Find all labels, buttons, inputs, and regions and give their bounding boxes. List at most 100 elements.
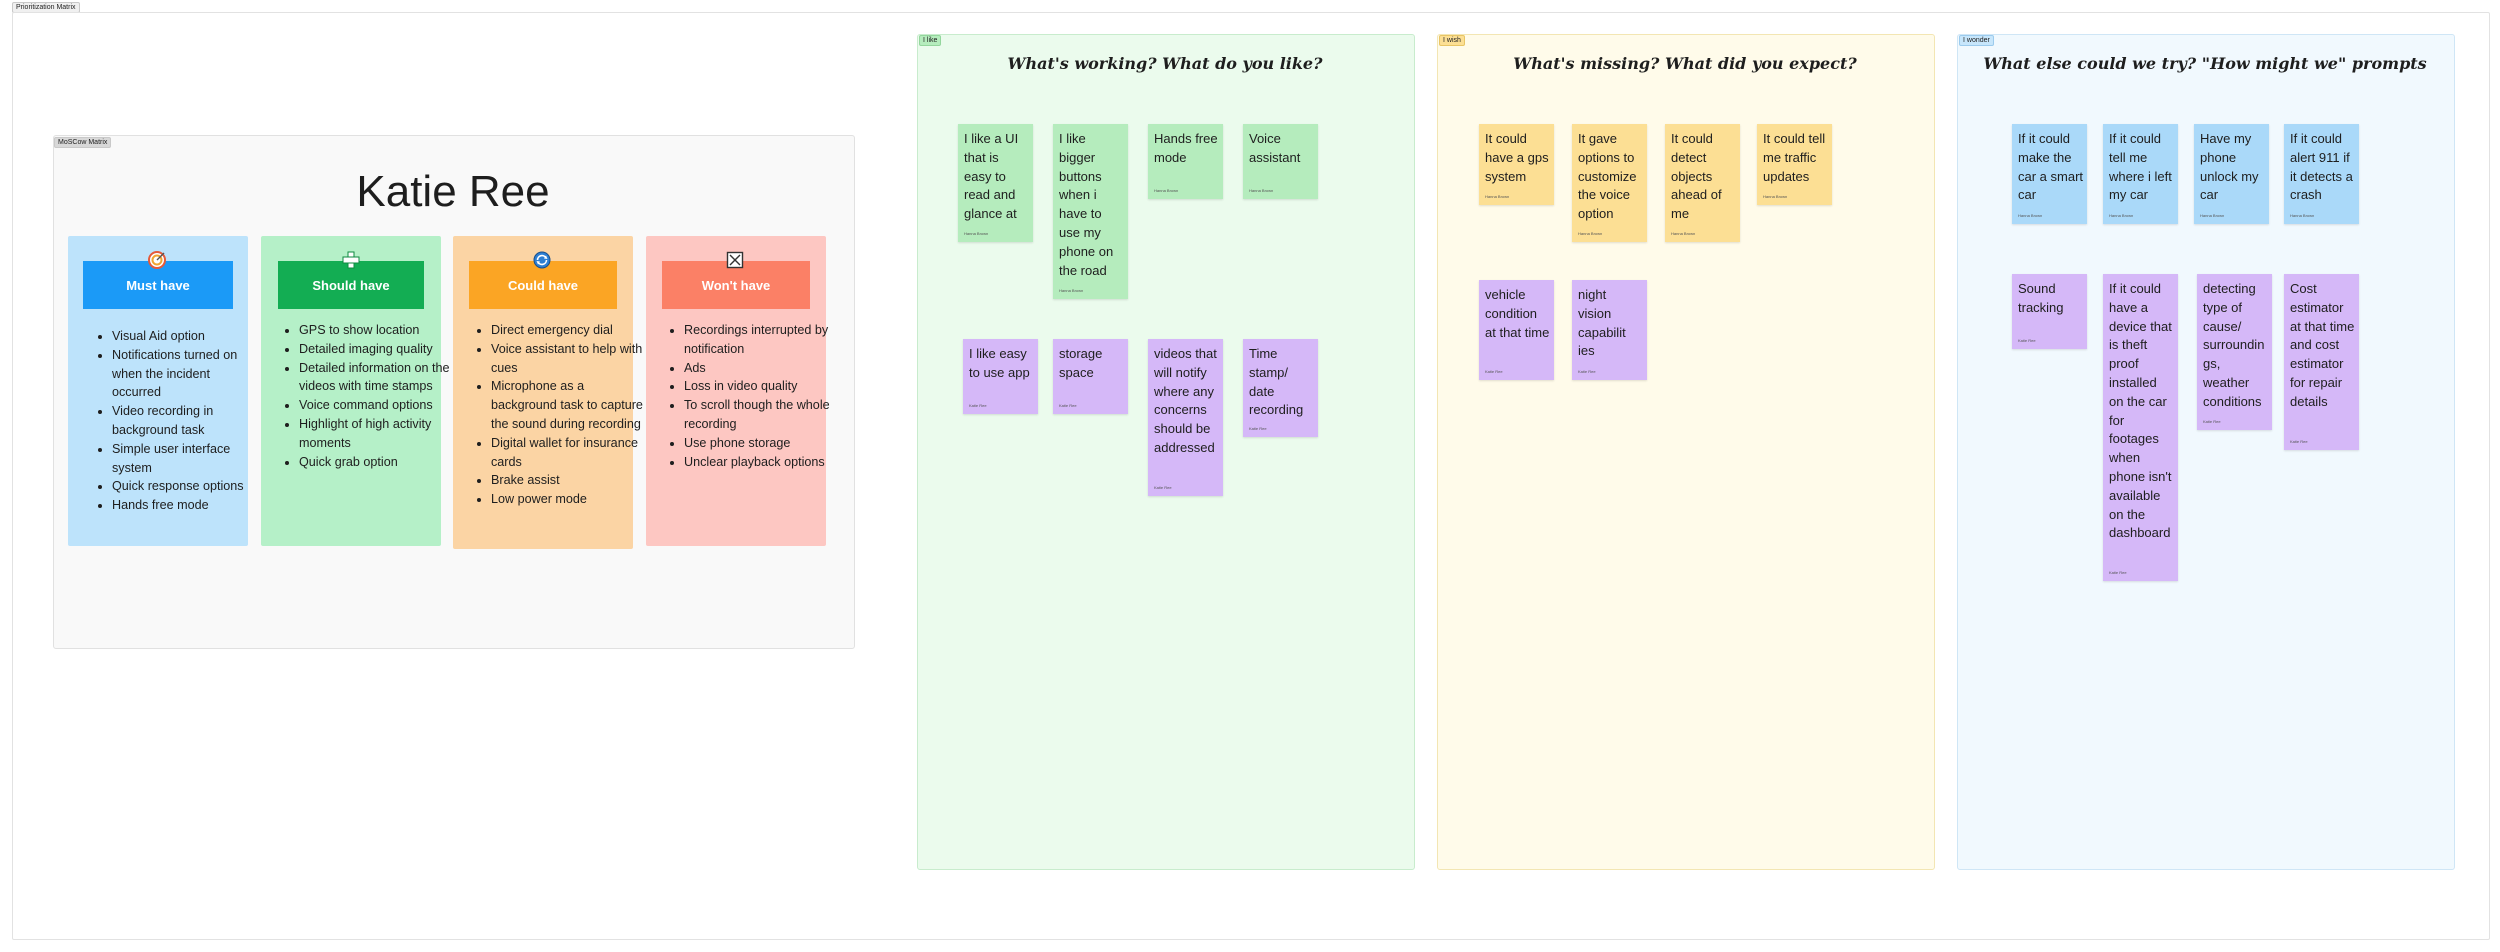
sticky-text: I like bigger buttons when i have to use…: [1059, 131, 1114, 278]
sticky-author: Hanna Brown: [1485, 194, 1510, 199]
sticky-text: It could have a gps system: [1485, 131, 1549, 184]
i-wonder-label[interactable]: I wonder: [1959, 35, 1994, 46]
sticky-text: Have my phone unlock my car: [2200, 131, 2259, 203]
list-item: Simple user interface system: [112, 440, 262, 478]
i-like-title: What's working? What do you like?: [1007, 54, 1323, 73]
sticky-text: It gave options to customize the voice o…: [1578, 131, 1637, 222]
sticky-text: vehicle condition at that time: [1485, 287, 1550, 340]
cross-box-icon: [726, 251, 744, 269]
sticky-text: If it could make the car a smart car: [2018, 131, 2084, 203]
sticky-author: Hanna Brown: [1578, 231, 1603, 236]
list-item: Hands free mode: [112, 496, 262, 515]
sticky-text: If it could alert 911 if it detects a cr…: [2290, 131, 2353, 203]
list-item: Quick grab option: [299, 453, 459, 472]
list-item: Video recording in background task: [112, 402, 262, 440]
i-wish-title: What's missing? What did you expect?: [1513, 54, 1857, 73]
sticky-note[interactable]: It gave options to customize the voice o…: [1572, 124, 1647, 242]
sticky-author: Katie Ree: [2018, 338, 2036, 343]
sticky-text: If it could tell me where i left my car: [2109, 131, 2172, 203]
sticky-note[interactable]: I like bigger buttons when i have to use…: [1053, 124, 1128, 299]
list-item: Microphone as a background task to captu…: [491, 377, 651, 433]
list-item: Brake assist: [491, 471, 651, 490]
could-have-header: Could have: [469, 261, 617, 309]
i-like-label[interactable]: I like: [919, 35, 942, 46]
sticky-text: I like a UI that is easy to read and gla…: [964, 131, 1019, 222]
list-item: Loss in video quality: [684, 377, 844, 396]
should-have-header: Should have: [278, 261, 424, 309]
must-have-title: Must have: [126, 277, 190, 293]
moscow-label[interactable]: MoSCow Matrix: [54, 137, 112, 148]
list-item: Quick response options: [112, 477, 262, 496]
sticky-text: Sound tracking: [2018, 281, 2064, 315]
sticky-text: videos that will notify where any concer…: [1154, 346, 1217, 455]
sticky-author: Hanna Brown: [964, 231, 989, 236]
sticky-note[interactable]: videos that will notify where any concer…: [1148, 339, 1223, 496]
wont-have-column: Won't have Recordings interrupted by not…: [646, 236, 830, 546]
list-item: Ads: [684, 359, 844, 378]
sticky-author: Katie Ree: [1578, 369, 1596, 374]
sticky-author: Hanna Brown: [1059, 288, 1084, 293]
sticky-note[interactable]: I like a UI that is easy to read and gla…: [958, 124, 1033, 242]
sticky-author: Hanna Brown: [1763, 194, 1788, 199]
wont-have-list: Recordings interrupted by notification A…: [662, 321, 844, 471]
sticky-text: storage space: [1059, 346, 1103, 380]
sticky-text: I like easy to use app: [969, 346, 1030, 380]
should-have-column: Should have GPS to show location Detaile…: [261, 236, 450, 546]
list-item: Unclear playback options: [684, 453, 844, 472]
wont-have-header: Won't have: [662, 261, 810, 309]
sticky-text: detecting type of cause/ surroundin gs, …: [2203, 281, 2265, 409]
sticky-author: Katie Ree: [1249, 426, 1267, 431]
i-wish-label[interactable]: I wish: [1439, 35, 1465, 46]
sticky-text: It could tell me traffic updates: [1763, 131, 1826, 184]
should-have-title: Should have: [312, 277, 390, 293]
sticky-author: Katie Ree: [1154, 485, 1172, 490]
sticky-text: Voice assistant: [1249, 131, 1301, 165]
should-have-list: GPS to show location Detailed imaging qu…: [277, 321, 459, 471]
could-have-title: Could have: [507, 277, 579, 293]
sticky-author: Hanna Brown: [1249, 188, 1274, 193]
sticky-text: night vision capabilit ies: [1578, 287, 1626, 359]
list-item: Highlight of high activity moments: [299, 415, 459, 453]
list-item: Recordings interrupted by notification: [684, 321, 844, 359]
list-item: Voice command options: [299, 396, 459, 415]
person-name[interactable]: Katie Ree: [356, 167, 550, 216]
sticky-text: It could detect objects ahead of me: [1671, 131, 1722, 222]
list-item: Digital wallet for insurance cards: [491, 434, 651, 472]
sticky-text: Hands free mode: [1154, 131, 1218, 165]
sticky-author: Katie Ree: [1485, 369, 1503, 374]
sticky-note[interactable]: If it could have a device that is theft …: [2103, 274, 2178, 581]
sticky-note[interactable]: If it could alert 911 if it detects a cr…: [2284, 124, 2359, 224]
must-have-header: Must have: [83, 261, 233, 309]
could-have-column: Could have Direct emergency dial Voice a…: [453, 236, 643, 549]
sticky-author: Katie Ree: [2290, 439, 2308, 444]
sticky-text: Cost estimator at that time and cost est…: [2290, 281, 2355, 409]
list-item: Visual Aid option: [112, 327, 262, 346]
refresh-icon: [533, 251, 551, 269]
sticky-note[interactable]: Cost estimator at that time and cost est…: [2284, 274, 2359, 450]
sticky-author: Katie Ree: [969, 403, 987, 408]
sticky-note[interactable]: detecting type of cause/ surroundin gs, …: [2197, 274, 2272, 430]
sticky-author: Hanna Brown: [2200, 213, 2225, 218]
must-have-list: Visual Aid option Notifications turned o…: [90, 327, 262, 515]
sticky-author: Hanna Brown: [2018, 213, 2043, 218]
could-have-list: Direct emergency dial Voice assistant to…: [469, 321, 651, 509]
list-item: Detailed imaging quality: [299, 340, 459, 359]
list-item: Voice assistant to help with cues: [491, 340, 651, 378]
list-item: To scroll though the whole recording: [684, 396, 844, 434]
target-icon: [148, 251, 166, 269]
sticky-author: Katie Ree: [1059, 403, 1077, 408]
